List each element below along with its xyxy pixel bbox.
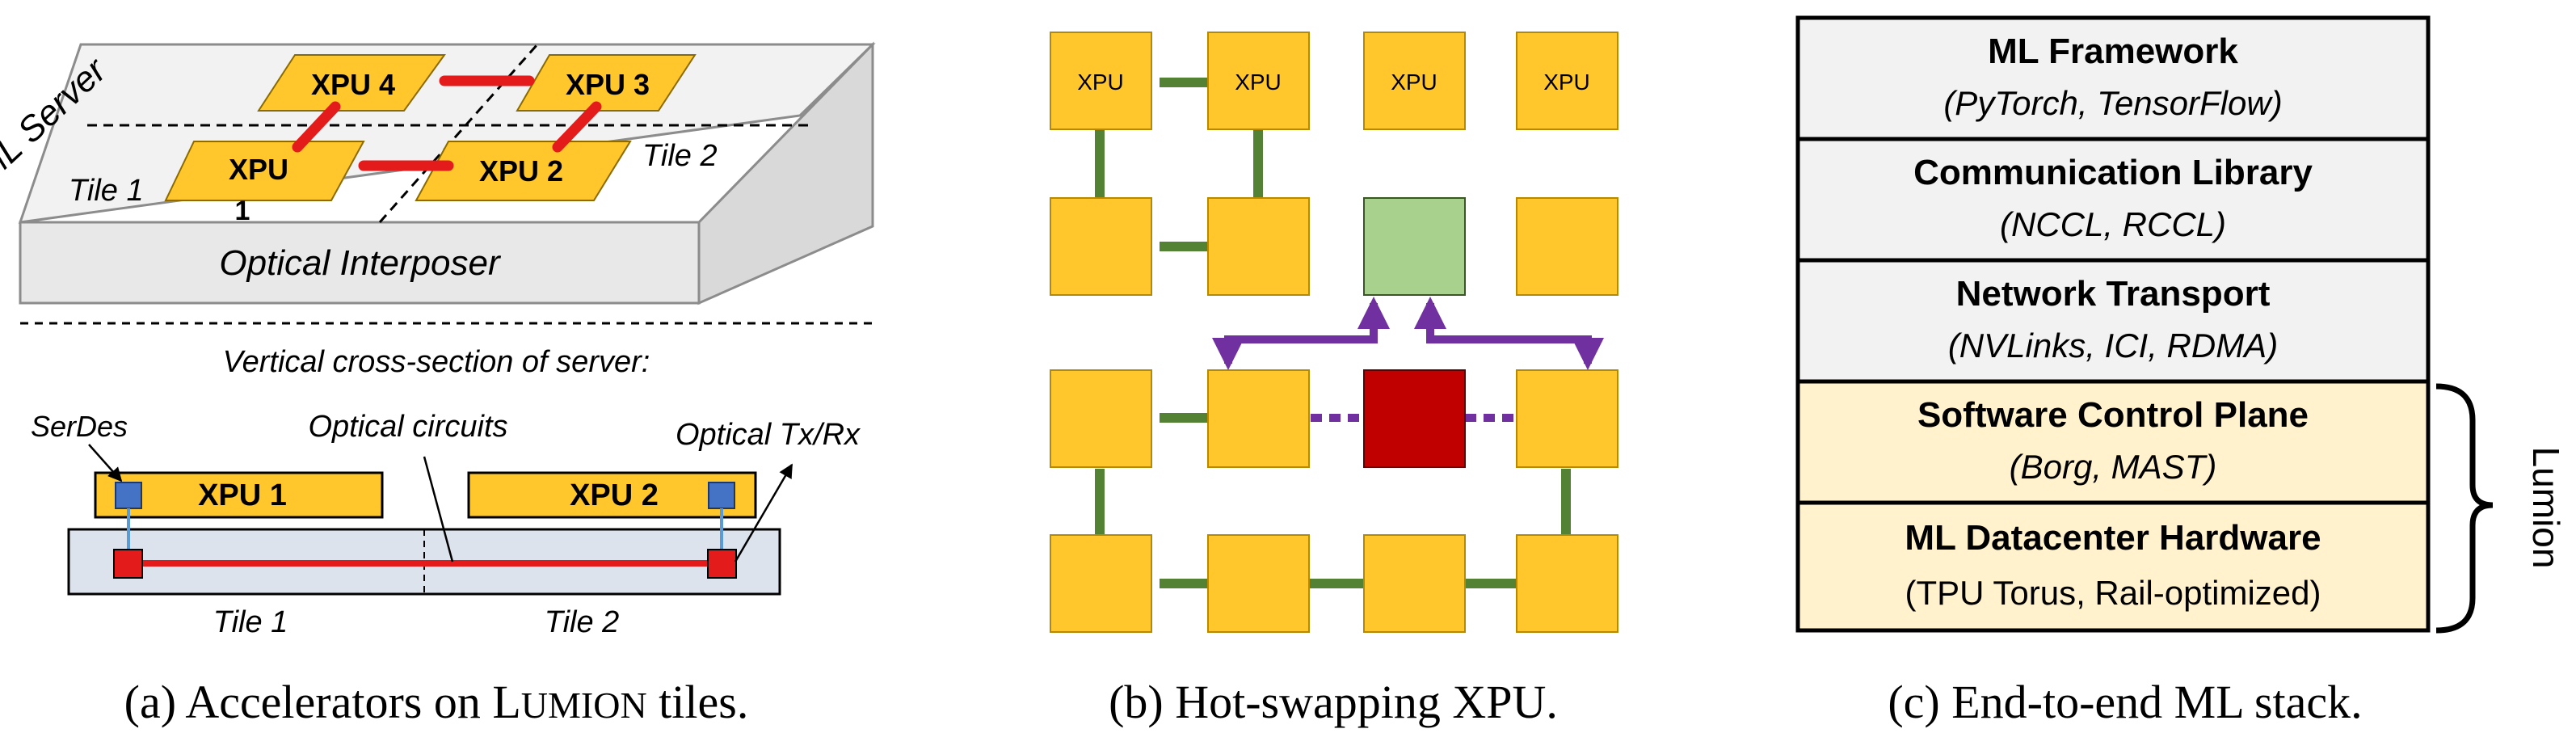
caption-a-suffix: tiles. [647,676,749,728]
b-failed-xpu [1363,369,1466,468]
b-reroute-arrow-left-down [1212,335,1374,370]
xpu1-top-label: XPU [229,153,288,186]
tile1-label: Tile 1 [69,174,144,208]
b-xpu-r3c4 [1516,369,1618,468]
stack-layer-2 [1795,258,2431,384]
b-xpu-r2c4 [1516,197,1618,296]
b-xpu-r2c2 [1207,197,1310,296]
optical-circuits-label: Optical circuits [308,410,507,444]
xpu4-chip [257,54,446,112]
b-xpu-r1c1-label: XPU [1077,70,1124,95]
caption-a-brand-first: L [492,676,520,728]
stack-layer-0-subtitle: (PyTorch, TensorFlow) [1943,84,2282,122]
optical-interposer-label: Optical Interposer [219,243,502,283]
b-reroute-arrow-left-up [1252,297,1390,343]
cs-xpu2 [467,471,757,519]
stack-layer-4 [1795,500,2431,633]
stack-layer-3-subtitle: (Borg, MAST) [2010,448,2217,486]
caption-c: (c) End-to-end ML stack. [1888,676,2362,728]
stack-layer-2-title: Network Transport [1956,274,2271,314]
cs-xpu1 [94,471,384,519]
stack-layer-3 [1795,379,2431,505]
b-xpu-r1c2 [1207,32,1310,130]
circuits-pointer [423,456,454,562]
serdes-label: SerDes [31,410,128,443]
stack-layer-4-title: ML Datacenter Hardware [1905,518,2321,558]
b-xpu-r1c4-label: XPU [1543,70,1590,95]
serdes-pointer [88,444,123,482]
caption-a: (a) Accelerators on LUMION tiles. [124,676,749,728]
b-spare-xpu [1363,197,1466,296]
b-reroute-arrow-right-up [1414,297,1584,343]
cs-xpu1-label: XPU 1 [198,478,287,512]
cs-xpu2-label: XPU 2 [570,478,659,512]
b-xpu-r1c4 [1516,32,1618,130]
caption-b: (b) Hot-swapping XPU. [1109,676,1558,728]
stack-layer-0 [1795,15,2431,141]
stack-layer-1-subtitle: (NCCL, RCCL) [2000,205,2226,243]
b-reroute-arrow-right-down [1430,335,1604,370]
server-front-face [19,221,701,305]
caption-a-brand-rest: UMION [521,685,647,726]
xpu3-chip [516,54,697,112]
b-xpu-r1c3-label: XPU [1391,70,1437,95]
stack-layer-0-title: ML Framework [1988,32,2238,71]
stack-layer-2-subtitle: (NVLinks, ICI, RDMA) [1948,327,2278,364]
link-xpu4-xpu1 [292,101,341,153]
cross-section-title: Vertical cross-section of server: [223,345,650,379]
tile-boundary-vertical [378,44,539,223]
txrx-left [113,549,143,579]
xpu1-top-sub: 1 [235,196,250,226]
lumion-label: Lumion [2525,447,2567,569]
cs-tile1-label: Tile 1 [213,605,288,639]
stack-layer-4-subtitle: (TPU Torus, Rail-optimized) [1905,574,2321,612]
panel-b: XPU XPU XPU XPU (b) Hot-swapping XPU. [1050,32,1618,728]
b-xpu-r2c1 [1050,197,1152,296]
xpu3-label: XPU 3 [566,68,650,101]
cs-tile2-label: Tile 2 [545,605,620,639]
stack-layer-3-title: Software Control Plane [1917,395,2309,435]
optical-txrx-label: Optical Tx/Rx [676,418,861,452]
b-xpu-r1c3 [1363,32,1466,130]
b-xpu-r4c3 [1363,534,1466,633]
lumion-bracket [2435,383,2494,634]
b-xpu-r3c1 [1050,369,1152,468]
serdes-left [115,482,142,509]
b-xpu-r4c1 [1050,534,1152,633]
link-xpu3-xpu2 [552,101,602,153]
b-xpu-r1c1 [1050,32,1152,130]
b-xpu-r3c2 [1207,369,1310,468]
txrx-pointer [734,463,793,562]
panel-c: ML Framework (PyTorch, TensorFlow) Commu… [1795,15,2567,728]
tile2-label: Tile 2 [642,139,718,173]
b-xpu-r4c2 [1207,534,1310,633]
panel-a: XPU 4 XPU 3 XPU 1 XPU 2 ML Server Tile 1… [0,41,876,728]
xpu2-top-label: XPU 2 [479,154,563,188]
b-xpu-r1c2-label: XPU [1235,70,1282,95]
b-xpu-r4c4 [1516,534,1618,633]
caption-a-prefix: (a) Accelerators on [124,676,493,728]
serdes-right [708,482,735,509]
xpu4-label: XPU 4 [311,68,395,101]
stack-layer-1-title: Communication Library [1913,153,2313,192]
txrx-right [707,549,737,579]
